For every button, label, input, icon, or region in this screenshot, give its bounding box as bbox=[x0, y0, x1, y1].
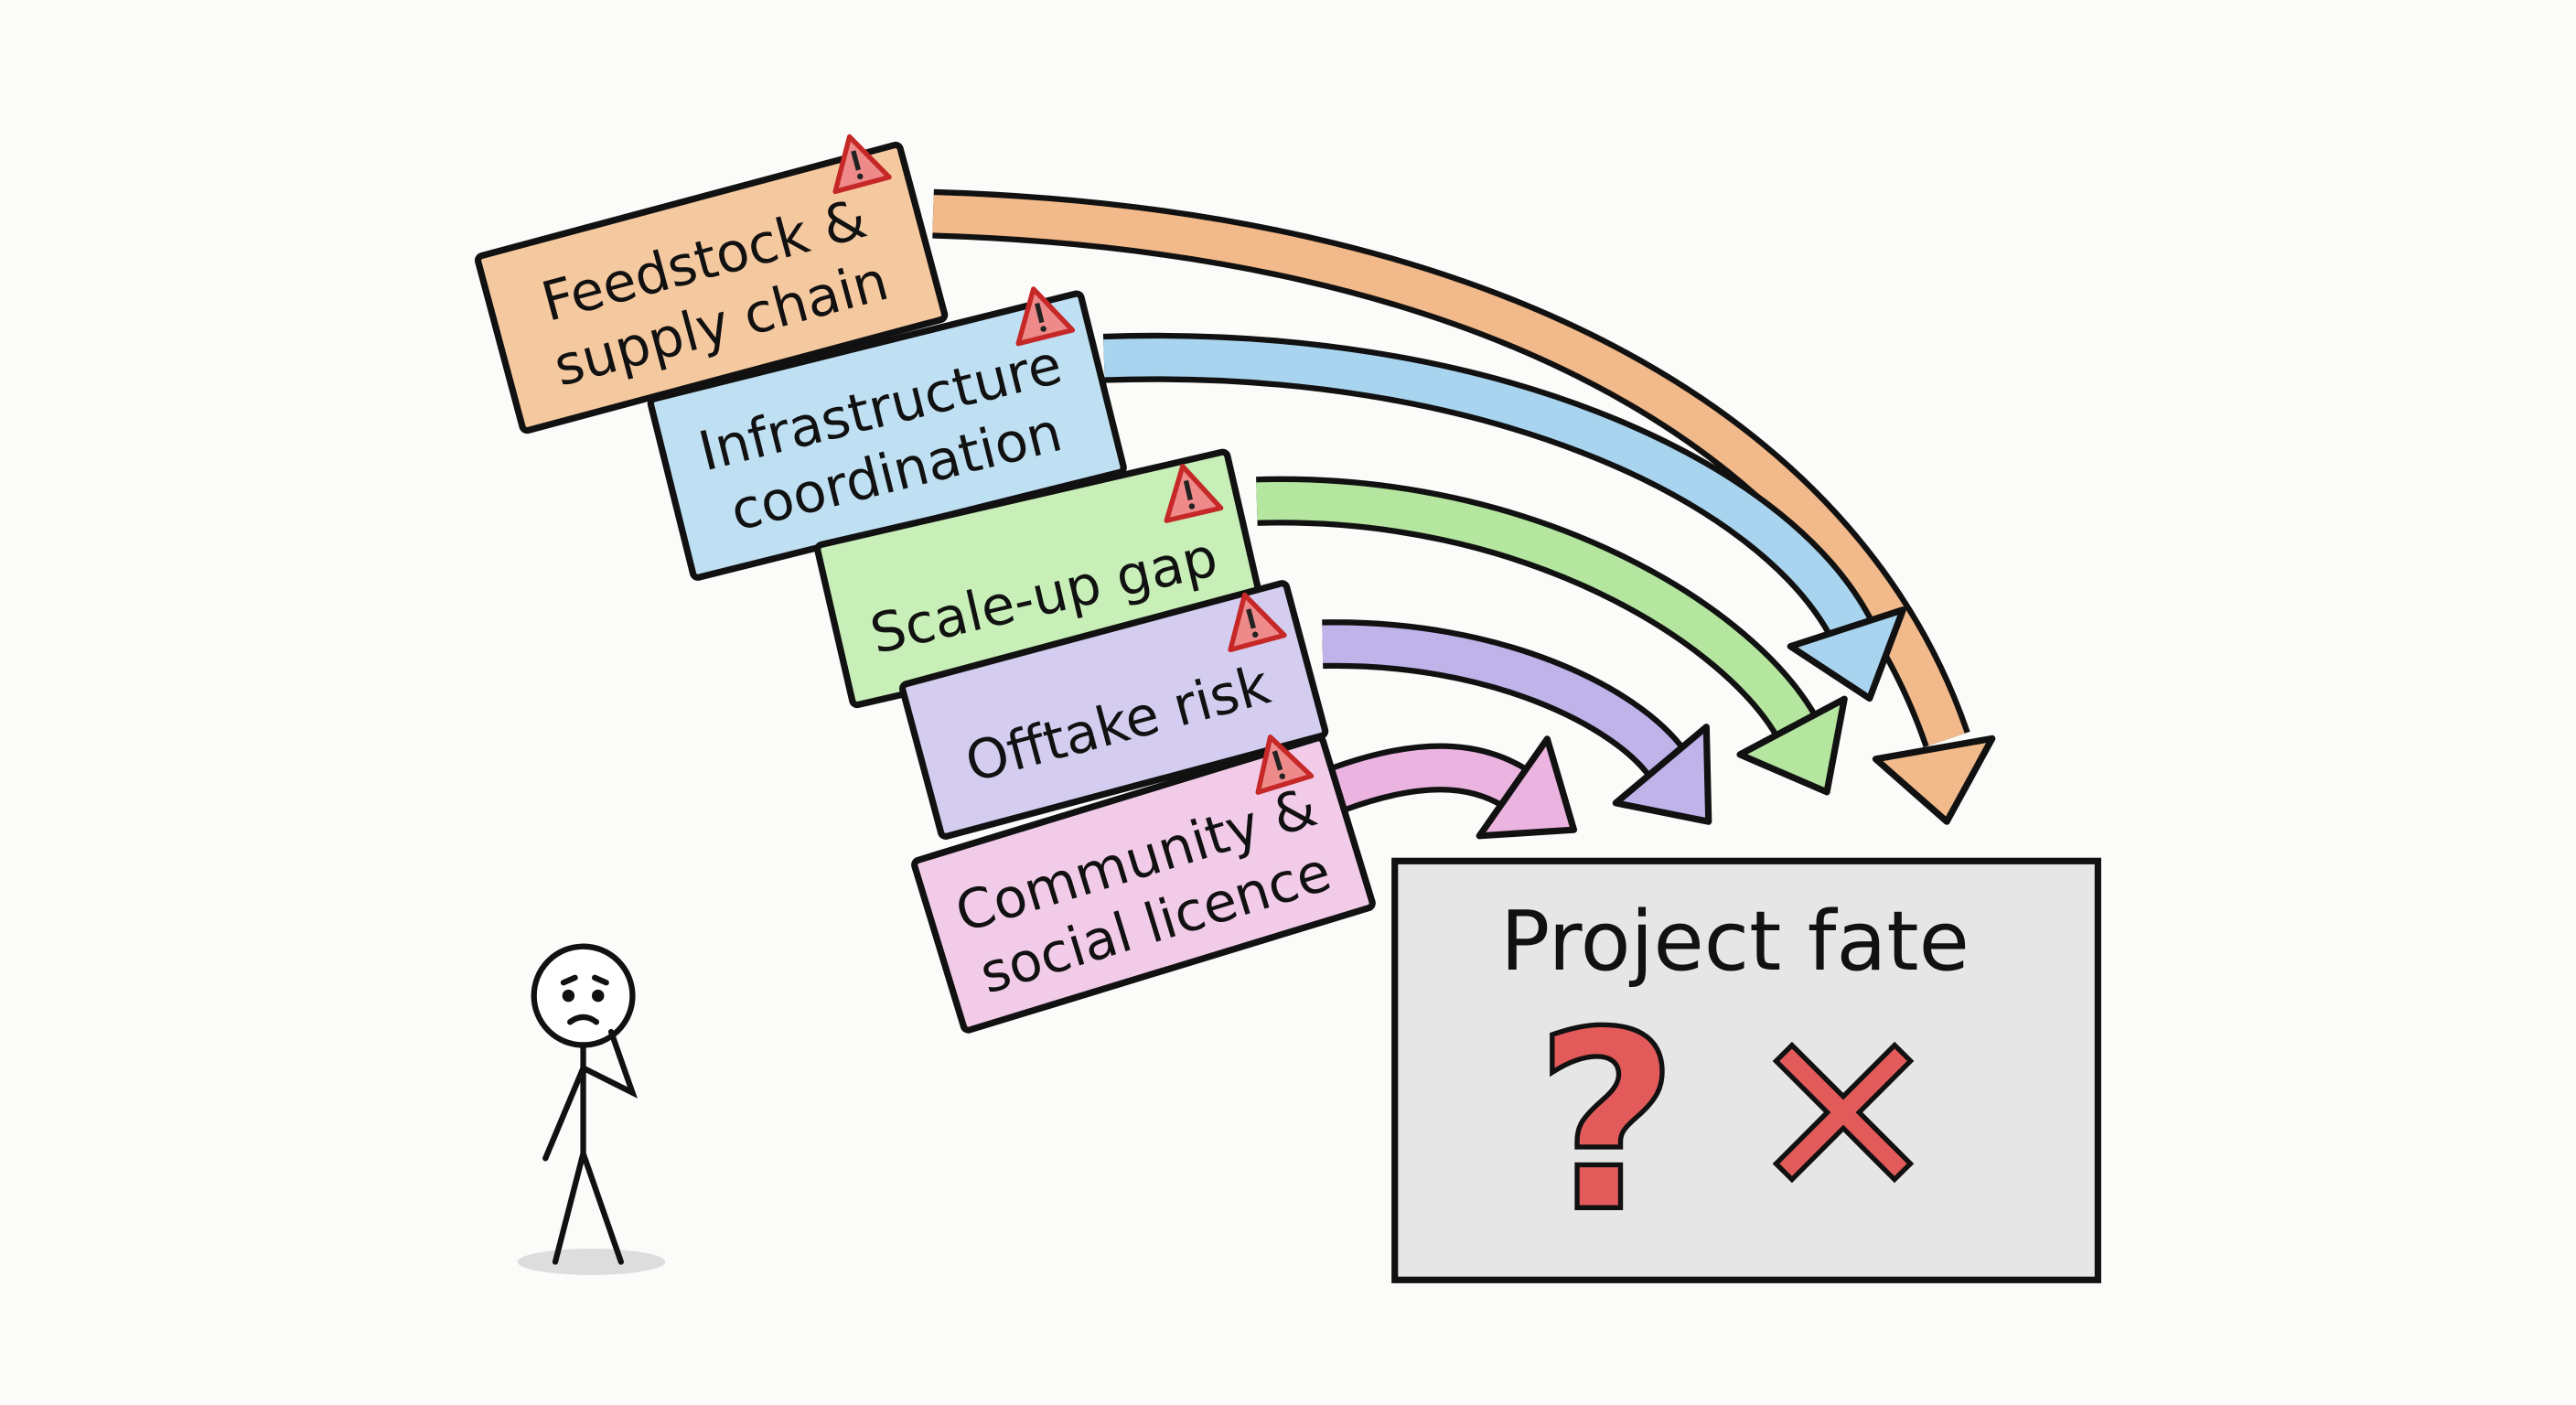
worried-stick-figure bbox=[517, 943, 666, 1275]
project-fate-box: Project fate ? ✕ bbox=[1391, 857, 2101, 1283]
risk-box-scale-up: Scale-up gap bbox=[814, 448, 1266, 709]
cross-icon: ✕ bbox=[1747, 984, 1940, 1251]
arrow-community bbox=[1330, 735, 1578, 840]
risk-box-offtake: Offtake risk bbox=[899, 580, 1329, 840]
arrow-infrastructure bbox=[1102, 332, 1906, 702]
arrow-feedstock bbox=[932, 188, 1996, 825]
arrow-scale-up bbox=[1256, 476, 1848, 796]
arrowhead bbox=[1736, 695, 1848, 796]
risk-box-infrastructure: Infrastructure coordination bbox=[647, 278, 1127, 581]
arrowhead bbox=[1872, 735, 1996, 825]
arrowhead bbox=[1787, 606, 1906, 702]
arrowhead bbox=[1612, 724, 1712, 825]
arrows bbox=[932, 188, 1996, 840]
arrowhead bbox=[1476, 735, 1578, 840]
arrow-offtake bbox=[1322, 619, 1712, 825]
project-fate-title: Project fate bbox=[1500, 895, 1970, 990]
question-mark-icon: ? bbox=[1535, 979, 1678, 1266]
